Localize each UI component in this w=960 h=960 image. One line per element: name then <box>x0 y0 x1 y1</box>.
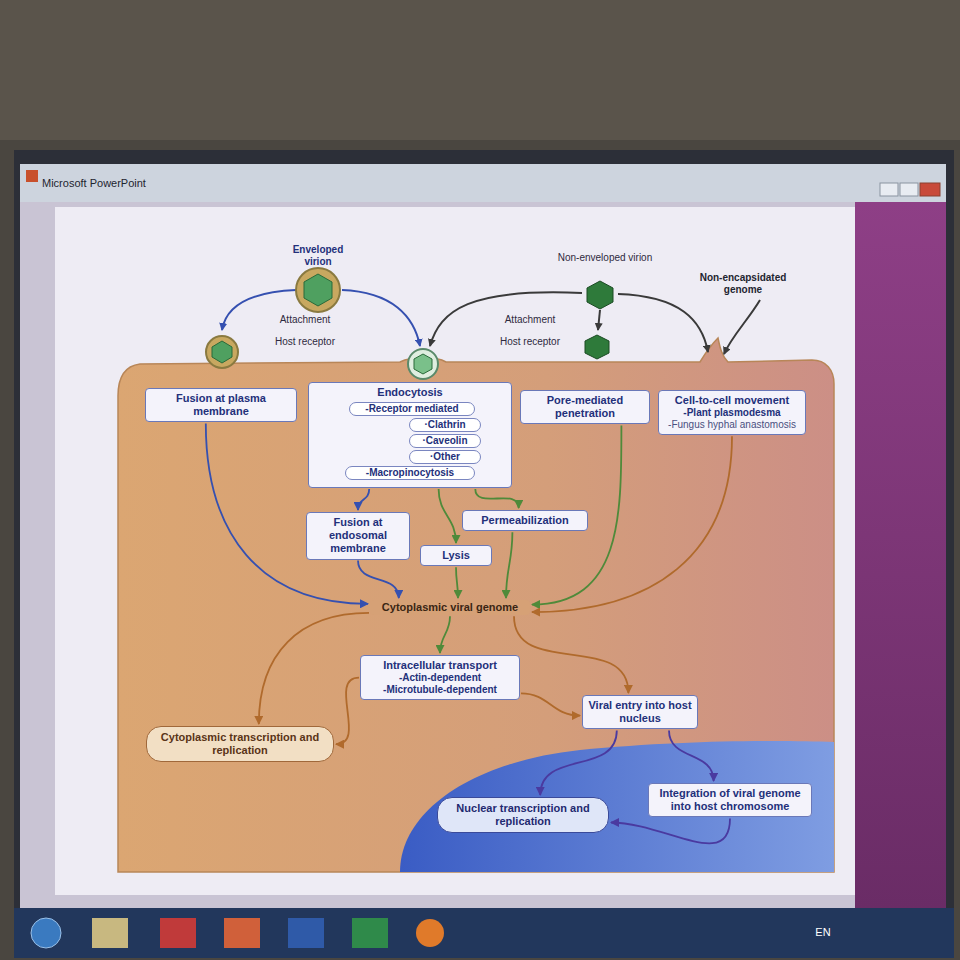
flow-arrow <box>540 730 617 795</box>
taskbar-icon <box>160 918 196 948</box>
node-text: ·Other <box>414 451 476 463</box>
window-button <box>880 183 898 196</box>
annotation-label: Host receptor <box>262 336 348 348</box>
wall-top <box>0 0 960 140</box>
annotation-label: Microsoft PowerPoint <box>42 177 242 190</box>
option-pill: ·Clathrin <box>409 418 481 432</box>
annotation-label: Non-enveloped virion <box>555 252 655 264</box>
option-pill: -Receptor mediated <box>349 402 475 416</box>
screen-frame <box>14 150 954 958</box>
virion-envelope <box>296 268 340 312</box>
process-box: Pore-mediated penetration <box>520 390 650 424</box>
node-text: Cytoplasmic viral genome <box>373 601 527 614</box>
node-text: Nuclear transcription and replication <box>448 802 598 828</box>
node-text: Pore-mediated penetration <box>526 394 644 420</box>
outcome-pill: Nuclear transcription and replication <box>437 797 609 833</box>
option-pill: ·Caveolin <box>409 434 481 448</box>
work-area <box>20 202 946 908</box>
taskbar-icon <box>288 918 324 948</box>
flow-arrow <box>440 616 450 653</box>
node-text: Integration of viral genome into host ch… <box>654 787 806 813</box>
node-subtext: -Plant plasmodesma <box>664 407 800 419</box>
flow-arrow <box>521 693 580 715</box>
host-nucleus <box>400 741 834 872</box>
process-box: Integration of viral genome into host ch… <box>648 783 812 817</box>
node-text: Endocytosis <box>314 386 506 399</box>
flow-arrow <box>336 678 359 745</box>
process-box: Endocytosis -Receptor mediated ·Clathrin ·C… <box>308 382 512 488</box>
flow-arrow <box>611 818 730 843</box>
annotation-label: Attachment <box>490 314 570 326</box>
flow-arrow <box>358 561 399 598</box>
virion-capsid <box>212 341 232 363</box>
process-box: Fusion at endosomal membrane <box>306 512 410 560</box>
window-button <box>900 183 918 196</box>
flow-arrow <box>259 613 369 724</box>
flow-arrow <box>439 489 456 543</box>
host-cell <box>118 338 834 872</box>
virion-capsid <box>585 335 609 359</box>
node-text: Cell-to-cell movement <box>664 394 800 407</box>
annotation-label: EN <box>808 926 838 939</box>
node-text: Viral entry into host nucleus <box>588 699 692 725</box>
node-text: Permeabilization <box>468 514 582 527</box>
node-text: Fusion at plasma membrane <box>151 392 291 418</box>
process-box: Permeabilization <box>462 510 588 531</box>
virion-capsid <box>414 354 432 374</box>
genome-arrow <box>724 300 760 354</box>
node-subtext: -Microtubule-dependent <box>366 684 514 696</box>
process-box: Intracellular transport-Actin-dependent-… <box>360 655 520 700</box>
outcome-pill: Cytoplasmic transcription and replicatio… <box>146 726 334 762</box>
flow-arrow <box>358 489 369 510</box>
annotation-label: Enveloped virion <box>278 244 358 268</box>
taskbar-icon <box>224 918 260 948</box>
virion-capsid <box>587 281 613 309</box>
node-text: Cytoplasmic transcription and replicatio… <box>157 731 323 757</box>
option-pill: ·Other <box>409 450 481 464</box>
taskbar-icon <box>416 919 444 947</box>
virion-capsid <box>304 274 332 306</box>
process-box: Viral entry into host nucleus <box>582 695 698 729</box>
title-bar <box>20 164 946 202</box>
annotation-label: Attachment <box>262 314 348 326</box>
node-text: ·Clathrin <box>414 419 476 431</box>
flow-arrow <box>669 730 714 781</box>
taskbar-icon <box>352 918 388 948</box>
attachment-arrow <box>342 290 420 346</box>
state-label: Cytoplasmic viral genome <box>370 600 530 615</box>
annotation-label: Host receptor <box>490 336 570 348</box>
side-panel <box>855 202 946 908</box>
node-subtext: -Fungus hyphal anastomosis <box>664 419 800 431</box>
process-box: Cell-to-cell movement-Plant plasmodesma-… <box>658 390 806 435</box>
option-pill: -Macropinocytosis <box>345 466 475 480</box>
annotation-label: Non-encapsidated genome <box>680 272 806 296</box>
attachment-arrow <box>618 294 708 352</box>
node-text: Fusion at endosomal membrane <box>312 516 404 556</box>
slide <box>55 207 855 895</box>
node-text: -Receptor mediated <box>354 403 470 415</box>
start-button <box>31 918 61 948</box>
virion-envelope <box>206 336 238 368</box>
flow-arrow <box>514 616 628 693</box>
app-icon <box>26 170 38 182</box>
window-button <box>920 183 940 196</box>
process-box: Fusion at plasma membrane <box>145 388 297 422</box>
node-text: -Macropinocytosis <box>350 467 470 479</box>
node-text: Intracellular transport <box>366 659 514 672</box>
process-box: Lysis <box>420 545 492 566</box>
endosome-virion <box>408 349 438 379</box>
node-subtext: -Actin-dependent <box>366 672 514 684</box>
attachment-arrow <box>598 310 600 330</box>
taskbar-icon <box>92 918 128 948</box>
flow-arrow <box>506 532 512 598</box>
flow-arrow <box>475 489 518 508</box>
flow-arrow <box>456 567 458 598</box>
node-text: Lysis <box>426 549 486 562</box>
taskbar <box>14 908 954 958</box>
node-text: ·Caveolin <box>414 435 476 447</box>
